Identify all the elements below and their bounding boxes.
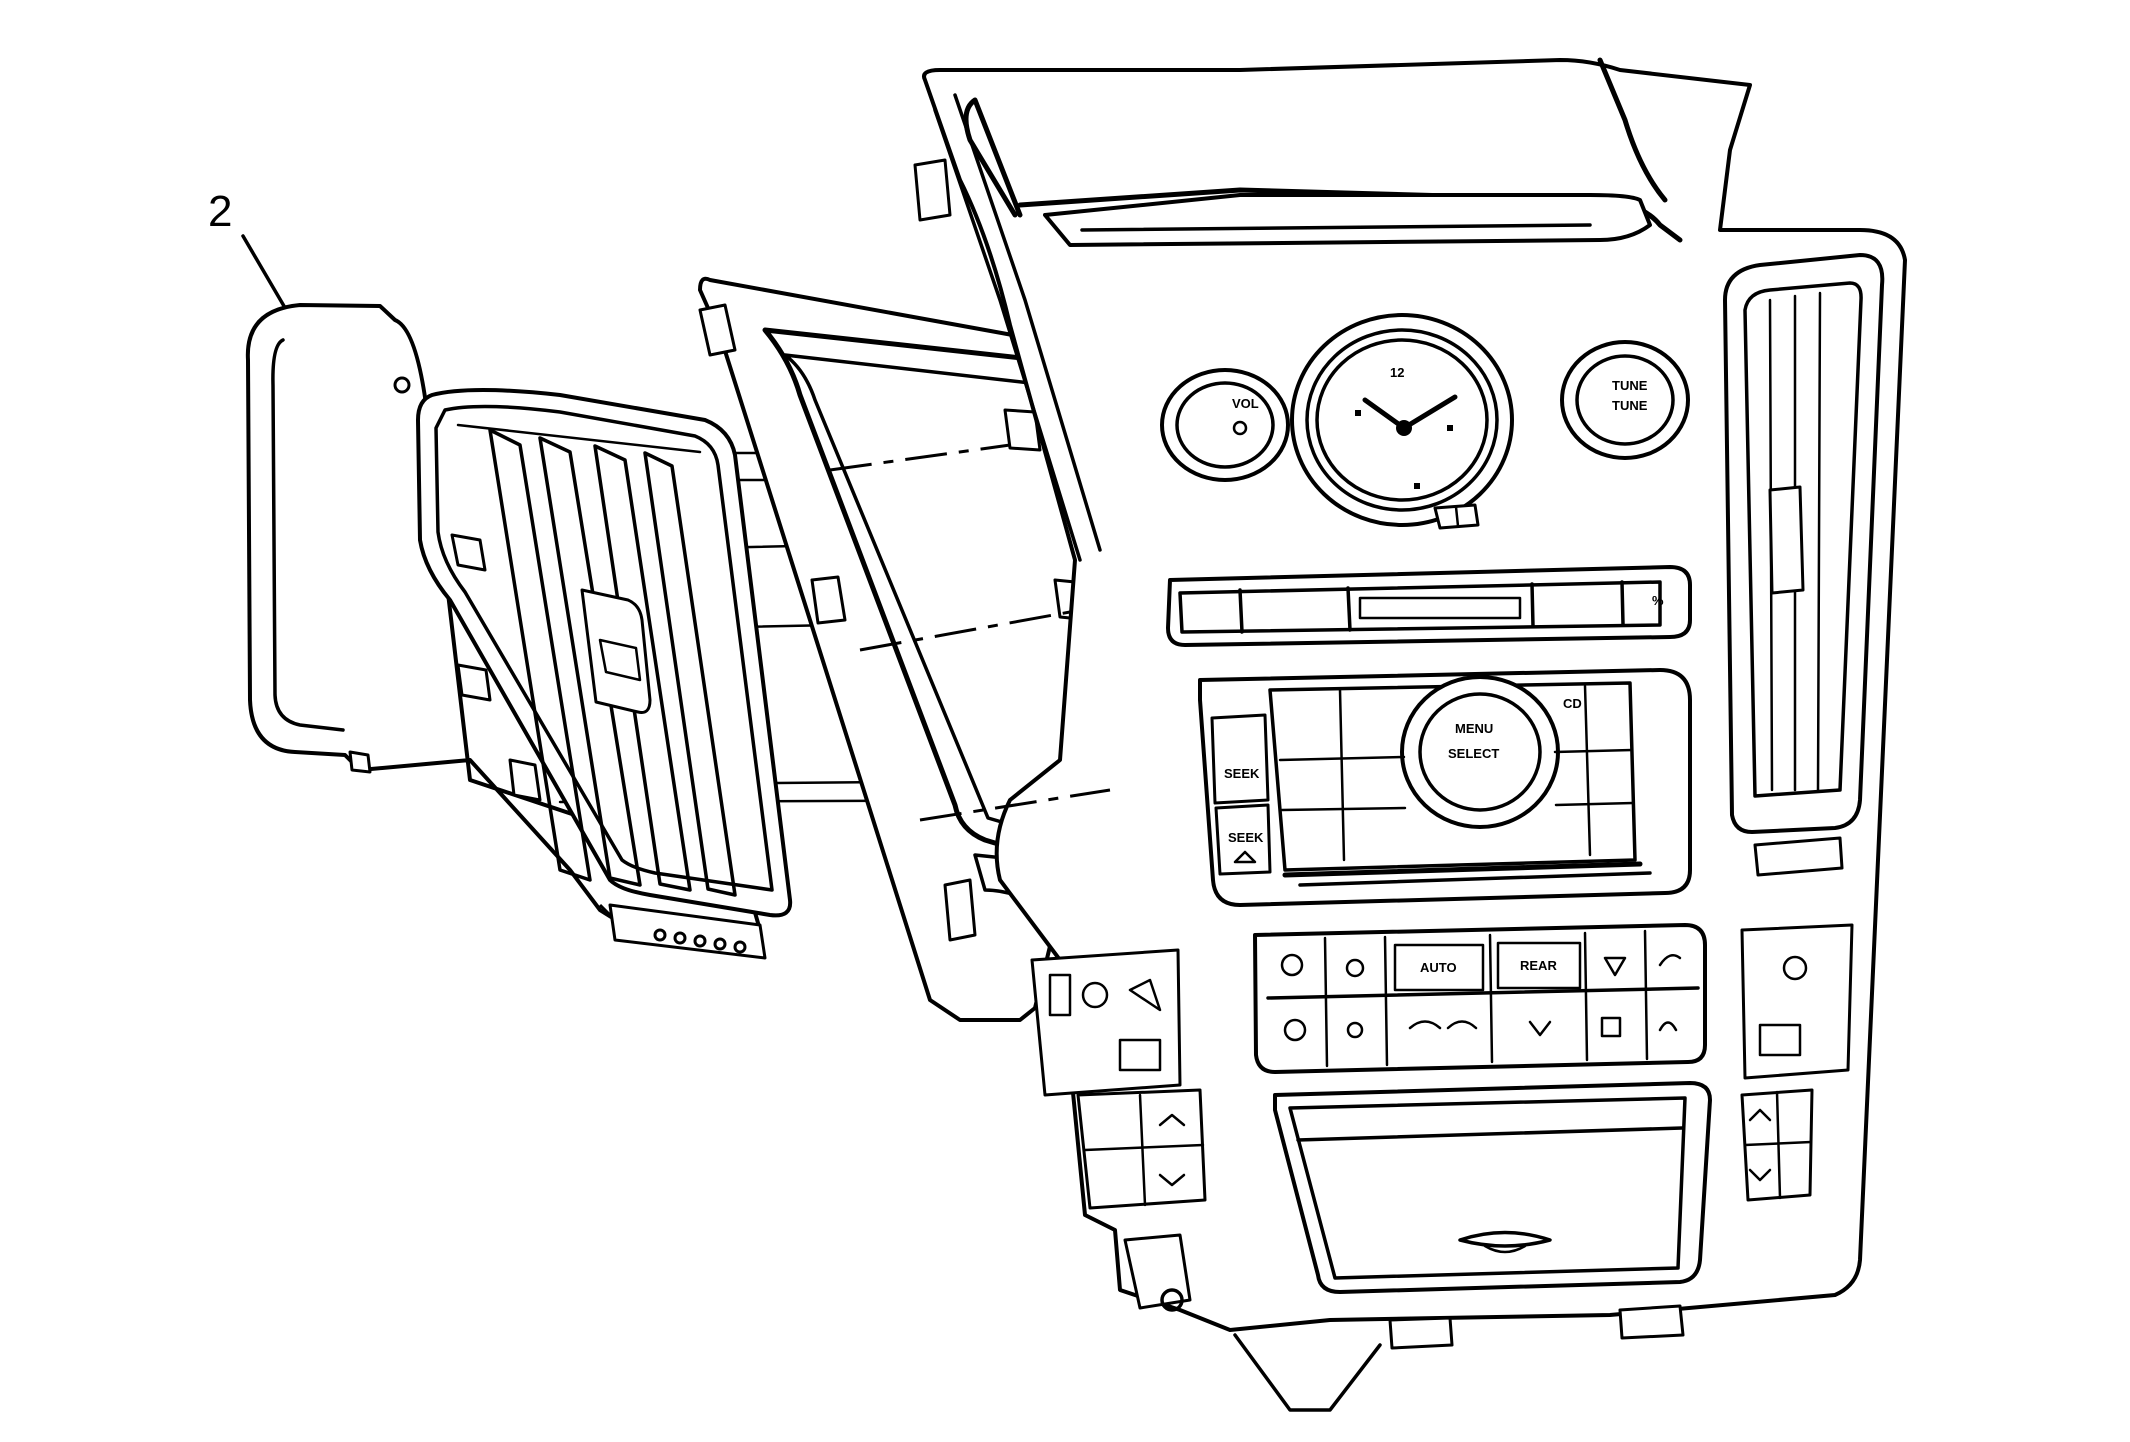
- callout-label-2: 2: [208, 187, 232, 236]
- menu-label: MENU: [1455, 721, 1493, 736]
- bottom-mounting-brackets: [1123, 1233, 1685, 1412]
- left-seat-heat-icon: [1128, 978, 1162, 1012]
- climate-center-divider: [1266, 986, 1700, 1000]
- bin-door-hinge: [1296, 1126, 1684, 1142]
- air-vent-assembly: [245, 303, 793, 960]
- ac-icon[interactable]: [1346, 1021, 1364, 1039]
- outside-air-icon[interactable]: [1446, 1020, 1478, 1030]
- center-console-faceplate: VOL 12 TUNE TUNE: [913, 57, 1907, 1412]
- airflow-icon[interactable]: [1658, 953, 1682, 967]
- bin-latch-emblem: [1458, 1230, 1552, 1248]
- vent-clip: [456, 663, 492, 702]
- preset-display: [1358, 596, 1522, 620]
- cd-slot: [1282, 861, 1643, 878]
- fav-button-glyph[interactable]: %: [1652, 593, 1664, 608]
- right-temp-up-icon[interactable]: [1748, 1108, 1772, 1122]
- fan-up-icon[interactable]: [1280, 953, 1304, 977]
- radio-head-unit: SEEK SEEK MENU SELECT CD: [1198, 668, 1692, 907]
- rear-climate-button[interactable]: [1496, 941, 1582, 990]
- power-icon: [1232, 420, 1248, 436]
- bezel-retainer: [810, 575, 847, 625]
- right-side-vent: [1723, 253, 1885, 1202]
- power-volume-knob[interactable]: [1160, 368, 1290, 482]
- left-temp-readout: [1118, 1038, 1162, 1072]
- mode-icon[interactable]: [1600, 1016, 1622, 1038]
- vent-screw-hole: [393, 376, 411, 394]
- vent-clip: [508, 758, 542, 802]
- analog-clock: 12: [1290, 313, 1514, 530]
- right-temp-readout: [1758, 1023, 1802, 1057]
- seek-down-button[interactable]: [1214, 803, 1272, 876]
- right-vent-thumb-tab: [1768, 485, 1805, 595]
- preset-divider: [1238, 588, 1244, 634]
- auto-climate-button[interactable]: [1393, 943, 1485, 992]
- bezel-retainer: [698, 303, 737, 357]
- seek-down-label: SEEK: [1228, 830, 1264, 845]
- eject-icon[interactable]: [1233, 850, 1257, 864]
- right-seat-button-group: [1740, 1088, 1814, 1202]
- auto-label: AUTO: [1420, 960, 1457, 975]
- seek-up-label: SEEK: [1224, 766, 1260, 781]
- gauge-row: VOL 12 TUNE TUNE: [1160, 313, 1690, 530]
- mount-boss: [913, 158, 952, 222]
- defrost-icon[interactable]: [1603, 956, 1627, 977]
- left-temp-up-icon[interactable]: [1158, 1113, 1186, 1127]
- recirc-icon[interactable]: [1408, 1020, 1442, 1030]
- clock-hour-hand: [1362, 397, 1407, 431]
- cd-label: CD: [1563, 696, 1582, 711]
- mount-boss: [943, 878, 977, 942]
- rear-label: REAR: [1520, 958, 1557, 973]
- power-off-icon[interactable]: [1345, 958, 1365, 978]
- rear-defrost-icon[interactable]: [1528, 1020, 1552, 1037]
- left-fan-icon: [1081, 981, 1109, 1009]
- bottom-screw: [1160, 1288, 1184, 1312]
- fan-down-icon[interactable]: [1283, 1018, 1307, 1042]
- clock-numeral-12: 12: [1390, 365, 1404, 380]
- left-temp-down-icon[interactable]: [1158, 1173, 1186, 1187]
- right-temp-down-icon[interactable]: [1748, 1168, 1772, 1182]
- select-label: SELECT: [1448, 746, 1499, 761]
- fan-level-bars: [1048, 973, 1072, 1017]
- clock-minute-hand: [1401, 394, 1458, 431]
- right-switch-panel: [1740, 923, 1854, 1080]
- power-knob-label: VOL: [1232, 396, 1259, 411]
- vent-clip: [450, 533, 487, 572]
- vent-thumb-wheel: [580, 588, 652, 714]
- climate-control-panel: AUTO REAR: [1253, 923, 1707, 1074]
- right-fan-icon: [1782, 955, 1808, 981]
- storage-bin: [1273, 1081, 1712, 1294]
- tune-knob-label-top: TUNE: [1612, 378, 1648, 393]
- left-switch-bank: [1030, 948, 1207, 1210]
- tune-knob[interactable]: [1560, 340, 1690, 460]
- assembly-centerlines: [829, 443, 1111, 822]
- seek-up-button[interactable]: [1210, 713, 1270, 805]
- seat-icon[interactable]: [1658, 1021, 1678, 1032]
- preset-strip: %: [1166, 565, 1692, 647]
- display-hood-recess: [1043, 193, 1652, 247]
- bezel-clip-tab: [1003, 408, 1042, 452]
- right-vent-wheel: [1753, 836, 1844, 877]
- tune-knob-label: TUNE: [1612, 398, 1648, 413]
